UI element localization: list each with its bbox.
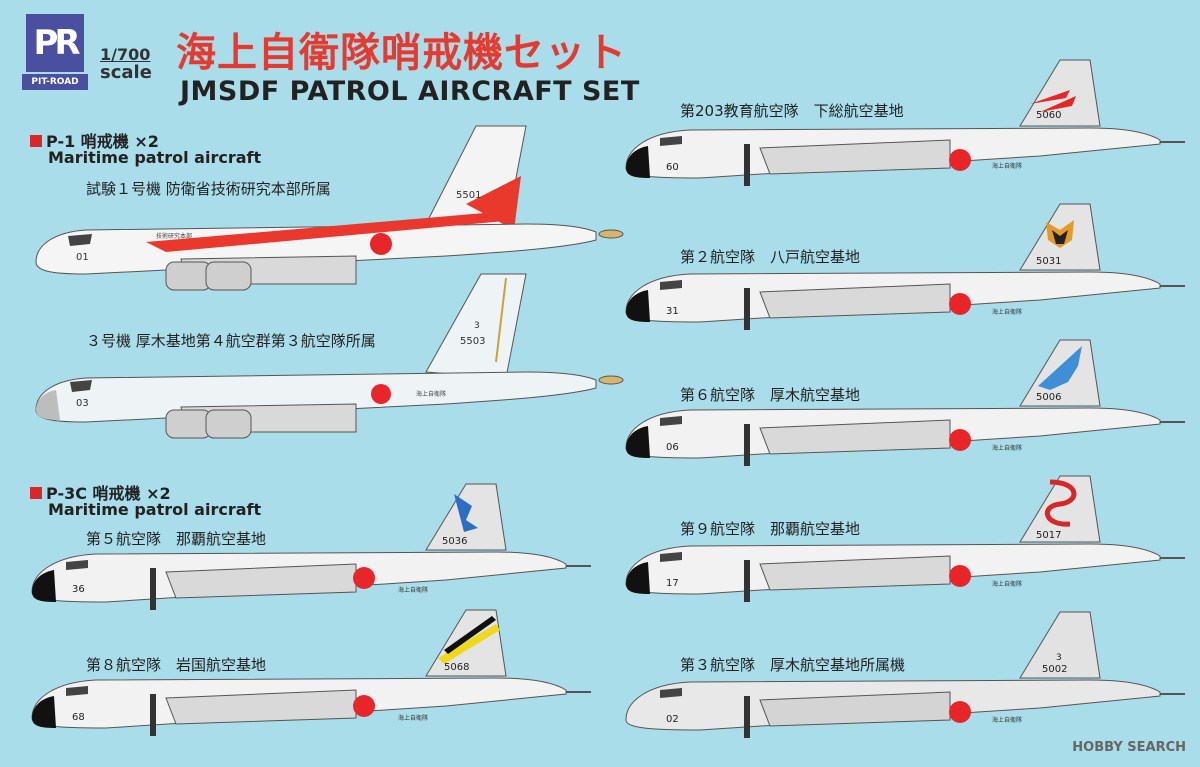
red-square-icon	[30, 135, 42, 147]
nose-number: 03	[76, 398, 89, 409]
nose-number: 06	[666, 442, 679, 453]
caption-aircraft-5: 第203教育航空隊 下総航空基地	[680, 102, 904, 120]
tail-number: 5060	[1036, 110, 1061, 121]
caption-aircraft-3: 第５航空隊 那覇航空基地	[86, 530, 267, 548]
caption-aircraft-6: 第２航空隊 八戸航空基地	[680, 248, 861, 266]
watermark-text: HOBBY SEARCH	[1072, 740, 1186, 755]
caption-aircraft-4: 第８航空隊 岩国航空基地	[86, 656, 267, 674]
tail-number: 5002	[1042, 664, 1067, 675]
logo-mark: PR	[26, 14, 84, 72]
p3c-aircraft-31: 31 5031 海上自衛隊	[625, 203, 1185, 330]
section-heading-p1: P-1 哨戒機 ×2	[30, 128, 159, 152]
section-heading-p3c: P-3C 哨戒機 ×2	[30, 480, 171, 504]
caption-aircraft-8: 第９航空隊 那覇航空基地	[680, 520, 861, 538]
p1-aircraft-01: 01 5501 技術研究本部	[35, 125, 624, 291]
p3c-aircraft-17: 17 5017 海上自衛隊	[625, 475, 1185, 602]
nose-number: 68	[72, 712, 85, 723]
squadron-emblem-blue-bird-icon	[1038, 346, 1082, 390]
tail-number: 5501	[456, 190, 481, 201]
nose-number: 02	[666, 714, 679, 725]
nose-number: 17	[666, 578, 679, 589]
squadron-emblem-wings-icon	[438, 616, 500, 664]
p3c-aircraft-06: 06 5006 海上自衛隊	[625, 339, 1185, 466]
tail-small-number: 3	[474, 321, 480, 331]
fuselage-marking: 海上自衛隊	[416, 390, 446, 398]
title-english: JMSDF PATROL AIRCRAFT SET	[180, 76, 640, 107]
nose-number: 36	[72, 584, 85, 595]
tail-number: 5036	[442, 536, 467, 547]
title-japanese: 海上自衛隊哨戒機セット	[176, 30, 627, 76]
tail-number: 5006	[1036, 392, 1061, 403]
p3c-aircraft-68: 68 5068 海上自衛隊	[31, 609, 591, 736]
tail-number: 5031	[1036, 256, 1061, 267]
fuselage-marking: 海上自衛隊	[992, 308, 1022, 316]
nose-number: 31	[666, 306, 679, 317]
p1-aircraft-03: 03 3 5503 海上自衛隊	[35, 273, 624, 439]
scale-label: 1/700 scale	[100, 46, 152, 82]
tail-small-number: 3	[1056, 653, 1062, 663]
squadron-emblem-dragon-icon	[1044, 479, 1077, 527]
caption-aircraft-7: 第６航空隊 厚木航空基地	[680, 386, 861, 404]
scale-word: scale	[100, 62, 152, 83]
logo-text: PIT-ROAD	[22, 74, 88, 90]
fuselage-marking: 海上自衛隊	[992, 716, 1022, 724]
red-square-icon	[30, 487, 42, 499]
caption-aircraft-2: ３号機 厚木基地第４航空群第３航空隊所属	[86, 332, 376, 350]
fuselage-marking: 海上自衛隊	[398, 586, 428, 594]
fuselage-marking: 海上自衛隊	[992, 162, 1022, 170]
section-subtitle-p3c: Maritime patrol aircraft	[48, 500, 262, 519]
caption-aircraft-9: 第３航空隊 厚木航空基地所属機	[680, 656, 906, 674]
section-subtitle-p1: Maritime patrol aircraft	[48, 148, 262, 167]
tail-number: 5017	[1036, 530, 1061, 541]
hobby-search-watermark: HOBBY SEARCH	[1072, 740, 1186, 755]
pit-road-logo: PR PIT-ROAD	[22, 14, 88, 90]
fuselage-marking: 海上自衛隊	[398, 714, 428, 722]
scale-ratio: 1/700	[100, 45, 151, 64]
squadron-emblem-pegasus-icon	[454, 494, 478, 532]
nose-number: 60	[666, 162, 679, 173]
p3c-aircraft-60: 60 5060 海上自衛隊	[625, 59, 1185, 186]
p3c-aircraft-02: 02 3 5002 海上自衛隊	[625, 611, 1185, 738]
caption-aircraft-1: 試験１号機 防衛省技術研究本部所属	[86, 180, 331, 198]
fuselage-marking: 技術研究本部	[156, 232, 192, 240]
fuselage-marking: 海上自衛隊	[992, 580, 1022, 588]
tail-number: 5503	[460, 336, 485, 347]
squadron-emblem-red-arrows-icon	[1030, 90, 1076, 112]
nose-number: 01	[76, 252, 89, 263]
fuselage-marking: 海上自衛隊	[992, 444, 1022, 452]
p3c-aircraft-36: 36 5036 海上自衛隊	[31, 483, 591, 610]
tail-number: 5068	[444, 662, 469, 673]
squadron-emblem-eagle-icon	[1046, 220, 1074, 248]
